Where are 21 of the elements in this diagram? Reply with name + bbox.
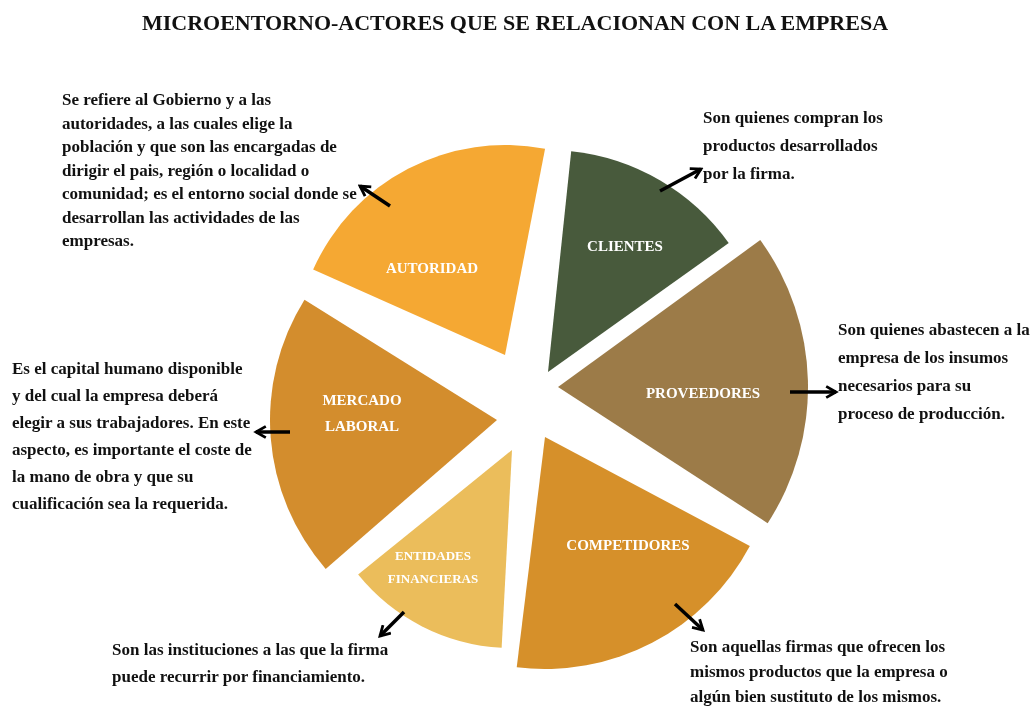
arrow bbox=[378, 610, 406, 638]
description-text: Es el capital humano disponible y del cual la empresa deberá elegir a sus trabajadores. En este aspecto, es importante el coste de la mano de obra y que su cualificación sea la requerida. bbox=[12, 355, 254, 517]
sector-label: PROVEEDORES bbox=[644, 383, 762, 403]
description-text: Son aquellas firmas que ofrecen los mismos productos que la empresa o algún bien sustituto de los mismos. bbox=[690, 634, 990, 709]
sector-label: CLIENTES bbox=[586, 236, 664, 256]
description-text: Son quienes compran los productos desarrollados por la firma. bbox=[703, 104, 898, 188]
sector-label: COMPETIDORES bbox=[565, 535, 691, 555]
sector-label: ENTIDADES FINANCIERAS bbox=[386, 547, 480, 588]
description-text: Son quienes abastecen a la empresa de los insumos necesarios para su proceso de producción. bbox=[838, 316, 1030, 428]
arrow bbox=[358, 184, 391, 208]
description-text: Se refiere al Gobierno y a las autoridades, a las cuales elige la población y que son las encargadas de dirigir el pais, región o localidad o comunidad; es el entorno social donde se desarrollan las actividades de las empresas. bbox=[62, 88, 357, 253]
sector-label: AUTORIDAD bbox=[384, 258, 480, 278]
arrow bbox=[254, 425, 290, 439]
diagram-title: MICROENTORNO-ACTORES QUE SE RELACIONAN CON LA EMPRESA bbox=[140, 10, 890, 36]
sector-label: MERCADO LABORAL bbox=[321, 390, 403, 436]
arrow bbox=[659, 167, 703, 193]
pie-sector bbox=[558, 240, 808, 524]
arrow bbox=[673, 602, 705, 632]
description-text: Son las instituciones a las que la firma puede recurrir por financiamiento. bbox=[112, 636, 402, 690]
arrow bbox=[790, 385, 838, 399]
pie-sector bbox=[270, 299, 497, 569]
